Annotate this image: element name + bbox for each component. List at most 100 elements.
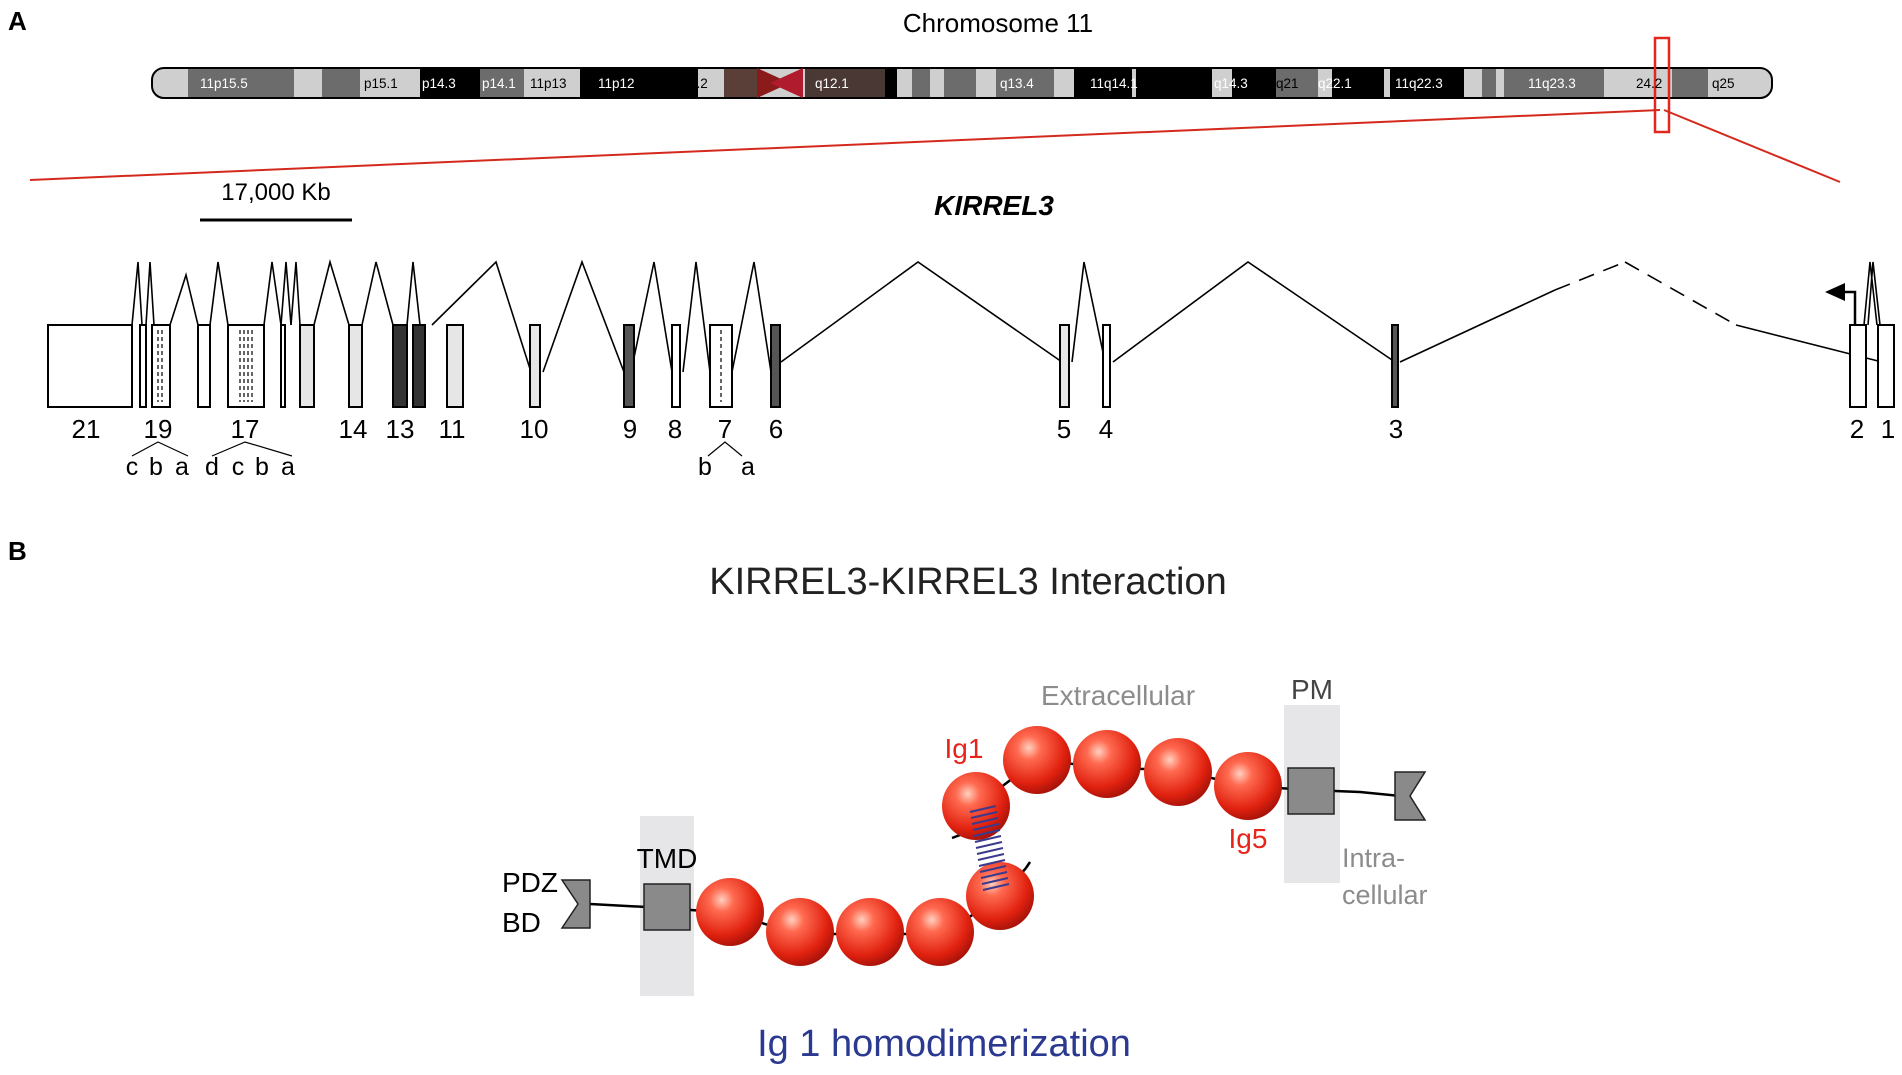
ig-domain-right-5 [1214, 752, 1282, 820]
band-label: 11q14.1 [1090, 76, 1138, 91]
band-label: 11p15.5 [200, 76, 248, 91]
highlight-box [1653, 36, 1671, 134]
exon-label: 5 [1057, 414, 1071, 444]
chromosome-title: Chromosome 11 [903, 8, 1093, 38]
panel-b-title: KIRREL3-KIRREL3 Interaction [709, 561, 1226, 603]
sub-exon-label: b [698, 453, 712, 481]
ig-domain-right-4 [1144, 738, 1212, 806]
exon-label: 7 [718, 414, 732, 444]
exon-label: 19 [144, 414, 173, 444]
exon-number-labels: 21 19 17 14 13 11 10 9 8 7 6 5 4 3 2 1 [72, 414, 1896, 444]
exon-5 [1059, 324, 1070, 408]
sub-exon-label: c [232, 453, 245, 481]
ig-domain-left-1 [966, 862, 1034, 930]
ig-domain-right-1 [942, 772, 1010, 840]
band-label: 24.2 [1636, 76, 1662, 91]
sub-exon-label: a [741, 453, 755, 481]
band-label: p11.2 [675, 76, 708, 91]
ig-domain-right-3 [1073, 730, 1141, 798]
band-label: q12.1 [815, 76, 849, 91]
intra-label-line2: cellular [1342, 880, 1428, 910]
sub-exon-label: a [175, 453, 189, 481]
chromosome-ideogram [151, 36, 1773, 134]
pdz-label-line1: PDZ [502, 867, 558, 898]
exon-3 [1391, 324, 1399, 408]
gene-name: KIRREL3 [934, 190, 1054, 221]
homodimer-interface [969, 805, 1010, 891]
exon-16 [280, 324, 286, 408]
pdz-bd-right-shape [1394, 771, 1427, 821]
zoom-line-right [1663, 109, 1841, 183]
extracellular-label: Extracellular [1041, 680, 1195, 711]
ig-domain-right-2 [1003, 726, 1071, 794]
exon-18 [197, 324, 211, 408]
sub-exon-label: b [255, 453, 269, 481]
sub-exon-labels: c b a d c b a b a [126, 453, 755, 481]
exon-label: 17 [231, 414, 260, 444]
pm-label: PM [1291, 674, 1333, 705]
exon-15 [299, 324, 315, 408]
ig-domain-left-4 [766, 898, 834, 966]
ig1-linker-top [951, 833, 961, 840]
tmd-domain [643, 883, 691, 931]
exon-17 [227, 324, 265, 408]
band-label: q13.4 [1000, 76, 1034, 91]
exon-label: 6 [769, 414, 783, 444]
band-label: p14.1 [482, 76, 516, 91]
pdz-label-line2: BD [502, 907, 541, 938]
ig-domain-left-3 [836, 898, 904, 966]
sub-exon-label: b [149, 453, 163, 481]
exon-10 [529, 324, 541, 408]
exon-6 [770, 324, 781, 408]
exon-label: 1 [1881, 414, 1895, 444]
sub-exon-label: a [281, 453, 295, 481]
ig-domain-left-5 [696, 878, 764, 946]
exon-label: 4 [1099, 414, 1113, 444]
exon-label: 13 [386, 414, 415, 444]
exon-21 [47, 324, 133, 408]
exon-label: 11 [439, 414, 466, 444]
ig1-label: Ig1 [945, 733, 984, 764]
exon-label: 9 [623, 414, 637, 444]
exon-14 [348, 324, 363, 408]
band-label: p14.3 [422, 76, 456, 91]
exon-label: 21 [72, 414, 101, 444]
band-label: p15.1 [364, 76, 398, 91]
exon-label: 8 [668, 414, 682, 444]
exon-9 [623, 324, 635, 408]
scale-bar-label: 17,000 Kb [221, 179, 330, 206]
exon-4 [1102, 324, 1111, 408]
sub-exon-label: d [205, 453, 219, 481]
exon-13 [392, 324, 408, 408]
tmd-label: TMD [637, 843, 698, 874]
intra-label-line1: Intra- [1342, 843, 1405, 873]
pm-transmembrane-domain [1287, 767, 1335, 815]
band-label: q25 [1712, 76, 1735, 91]
band-label: q21 [1276, 76, 1299, 91]
alt-splice-dashes [157, 330, 722, 402]
exon-19c [139, 324, 147, 408]
homodimerization-caption: Ig 1 homodimerization [757, 1023, 1131, 1065]
ig5-label: Ig5 [1229, 823, 1268, 854]
exon-label: 10 [520, 414, 549, 444]
panel-a-label: A [8, 6, 27, 36]
band-label: q22.1 [1318, 76, 1352, 91]
exon-12 [412, 324, 426, 408]
exon-8 [671, 324, 681, 408]
pdz-bd-left-shape [560, 879, 591, 929]
exon-label: 2 [1850, 414, 1864, 444]
band-label: 11p12 [598, 76, 635, 91]
band-label: 11q22.3 [1395, 76, 1443, 91]
ig-domain-left-2 [906, 898, 974, 966]
exon-19ba [151, 324, 171, 408]
band-labels: 11p15.5 p15.1 p14.3 p14.1 11p13 11p12 p1… [200, 76, 1735, 91]
band-label: q14.3 [1214, 76, 1248, 91]
exon-label: 3 [1389, 414, 1403, 444]
exon-2 [1849, 324, 1867, 408]
sub-exon-label: c [126, 453, 139, 481]
ig1-linker-bottom [1024, 861, 1032, 869]
panel-b-label: B [8, 536, 27, 566]
band-label: 11p13 [530, 76, 567, 91]
zoom-line-left [29, 109, 1661, 181]
